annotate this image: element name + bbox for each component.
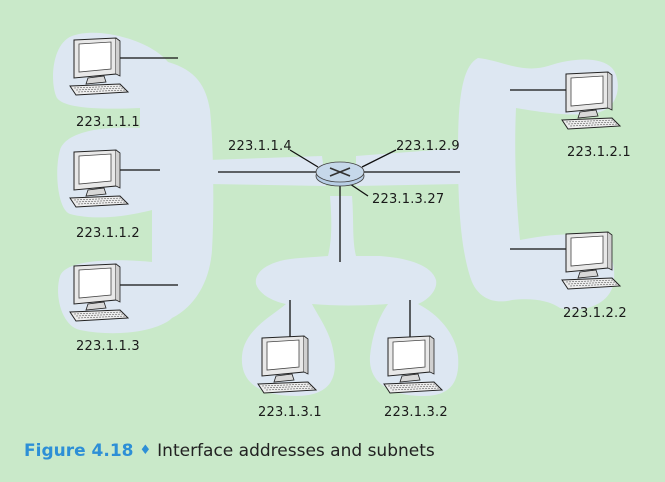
host-label-223-1-3-1: 223.1.3.1 [258,405,322,420]
computer-icon-223-1-3-2 [383,335,444,394]
router-link-blob [208,148,462,186]
host-label-223-1-1-3: 223.1.1.3 [76,339,140,354]
caption-text: Interface addresses and subnets [157,441,435,461]
computer-icon-223-1-3-1 [257,335,318,394]
computer-icon-223-1-2-2 [561,231,622,290]
router-interface-label-223-1-2-9: 223.1.2.9 [396,139,460,154]
router-icon [315,161,365,187]
host-label-223-1-1-2: 223.1.1.2 [76,226,140,241]
network-links [118,57,568,340]
computer-icon-223-1-1-2 [69,149,130,208]
caption-separator: ♦ [139,443,152,458]
computer-icon-223-1-1-1 [69,37,130,96]
computer-icon-223-1-1-3 [69,263,130,322]
host-label-223-1-2-2: 223.1.2.2 [563,306,627,321]
subnet-left-blob [53,32,214,334]
router-interface-label-223-1-3-27: 223.1.3.27 [372,192,445,207]
host-label-223-1-2-1: 223.1.2.1 [567,145,631,160]
figure-caption: Figure 4.18 ♦ Interface addresses and subn… [24,441,435,461]
computer-icon-223-1-2-1 [561,71,622,130]
host-label-223-1-1-1: 223.1.1.1 [76,115,140,130]
figure-number: Figure 4.18 [24,441,134,461]
hosts [69,37,622,394]
router-interface-label-223-1-1-4: 223.1.1.4 [228,139,292,154]
host-label-223-1-3-2: 223.1.3.2 [384,405,448,420]
